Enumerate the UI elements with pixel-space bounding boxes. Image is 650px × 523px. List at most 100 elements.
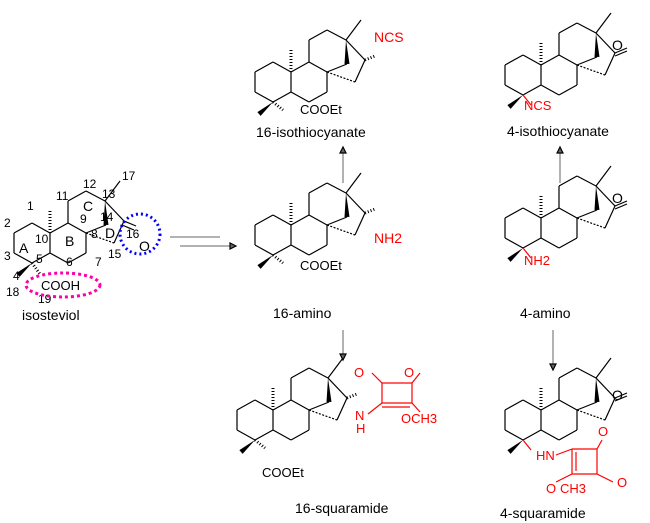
squar4-bond [522, 429, 542, 441]
squar4-bond [504, 399, 524, 411]
isosteviol-bridge-bond [85, 232, 115, 244]
c16-hashed-bond [364, 207, 376, 215]
amino16-nh2: NH2 [374, 230, 402, 246]
squar16-h: H [356, 421, 365, 436]
squar4-bond [595, 377, 616, 399]
squar4-ome-o: O [546, 481, 556, 496]
squar4-bond [522, 399, 542, 411]
isosteviol-label: isosteviol [22, 307, 80, 323]
squar4-o2: O [617, 475, 627, 490]
ketone-bond [614, 203, 628, 210]
atom-number: 15 [108, 247, 122, 261]
atom-number: 9 [80, 212, 87, 226]
iso16-bond [290, 91, 310, 103]
iso16-bond [308, 91, 328, 103]
squar16-bridge-bond [308, 409, 338, 421]
amino4-bond [576, 175, 597, 187]
ring-b-letter: B [65, 233, 74, 249]
amino16-label: 16-amino [273, 305, 332, 321]
amino4-label: 4-amino [520, 305, 571, 321]
iso4-bond [558, 22, 578, 34]
amino16-bond [354, 212, 366, 236]
isosteviol-bond [67, 252, 87, 264]
iso4-bond [595, 32, 616, 54]
isosteviol-c18-methyl-wedge [16, 263, 32, 277]
squar4-bridge-bond [576, 409, 606, 421]
squar-co [596, 473, 614, 483]
iso16-ester: COOEt [300, 102, 342, 117]
iso16-bridge-wedge [344, 40, 350, 65]
iso16-bond [290, 61, 310, 73]
c4-n-bond [522, 247, 532, 259]
atom-number: 13 [102, 187, 116, 201]
atom-number: 4 [13, 269, 20, 283]
amino4-bond [595, 185, 616, 207]
isosteviol-bond [85, 190, 106, 202]
amino4-ketone-o: O [612, 190, 623, 206]
squar16-bond [272, 429, 292, 441]
c4-ester-hashed [254, 438, 266, 450]
iso16-bond [308, 29, 328, 41]
iso16-bond [326, 63, 348, 73]
iso16-bond [272, 61, 292, 73]
atom-number: 6 [66, 255, 73, 269]
iso4-c18-methyl-wedge [507, 95, 523, 109]
atom-number: 2 [4, 216, 11, 230]
atom-number: 18 [6, 285, 20, 299]
atom-number: 7 [95, 255, 102, 269]
amino4-bond [522, 207, 542, 219]
isosteviol-c17-methyl [104, 180, 121, 202]
c4-n-bond [522, 94, 532, 106]
squar-ome-bond [411, 402, 421, 413]
amino4-bond [540, 207, 560, 219]
squar16-label: 16-squaramide [295, 500, 389, 516]
squar4-bond [604, 397, 616, 421]
squar16-ome: OCH3 [401, 411, 437, 426]
amino16-bridge-wedge [344, 193, 350, 218]
squar16-bond [254, 429, 274, 441]
iso16-bond [254, 91, 274, 103]
iso4-bond [558, 54, 578, 66]
iso16-bridge-bond [326, 71, 356, 83]
isosteviol-bond [104, 200, 125, 222]
c4-ester-hashed [272, 100, 284, 112]
atom-number: 8 [91, 227, 98, 241]
amino4-bond [576, 209, 598, 219]
cooh-hashed-bond [30, 262, 42, 275]
amino4-bond [540, 237, 560, 249]
amino16-bond [290, 244, 310, 256]
ketone-bond [614, 200, 628, 207]
iso4-bridge-bond [576, 64, 606, 76]
reaction-arrow-head [229, 242, 238, 250]
amino16-bond [290, 214, 310, 226]
amino16-bond [272, 244, 292, 256]
amino4-bridge-bond [576, 217, 606, 229]
amino16-bond [308, 244, 328, 256]
ring-d-ketone-highlight [118, 212, 162, 256]
squar4-bond [576, 401, 598, 411]
squar4-caption: 4-squaramide [500, 505, 586, 521]
squar4-n-bond [555, 448, 573, 456]
amino16-ester: COOEt [300, 258, 342, 273]
amino4-bond [604, 205, 616, 229]
amino16-bond [254, 214, 274, 226]
c4-n-bond [522, 439, 532, 451]
squar16-bond [336, 397, 348, 421]
atom-number: 5 [36, 252, 43, 266]
ketone-bond [614, 50, 628, 57]
squar4-ketone-o: O [612, 387, 623, 403]
iso16-bond [345, 39, 366, 61]
c16-hashed-bond [364, 54, 376, 62]
atom-number: 3 [4, 249, 11, 263]
amino4-bond [504, 237, 524, 249]
atom-number: 16 [126, 227, 140, 241]
isosteviol-bond [49, 222, 69, 234]
ring-c-letter: C [83, 198, 93, 214]
amino16-bond [308, 182, 328, 194]
amino4-bond [558, 207, 578, 219]
iso4-label: 4-isothiocyanate [507, 123, 609, 139]
atom-number: 14 [100, 210, 114, 224]
squar4-hn: HN [536, 448, 555, 463]
